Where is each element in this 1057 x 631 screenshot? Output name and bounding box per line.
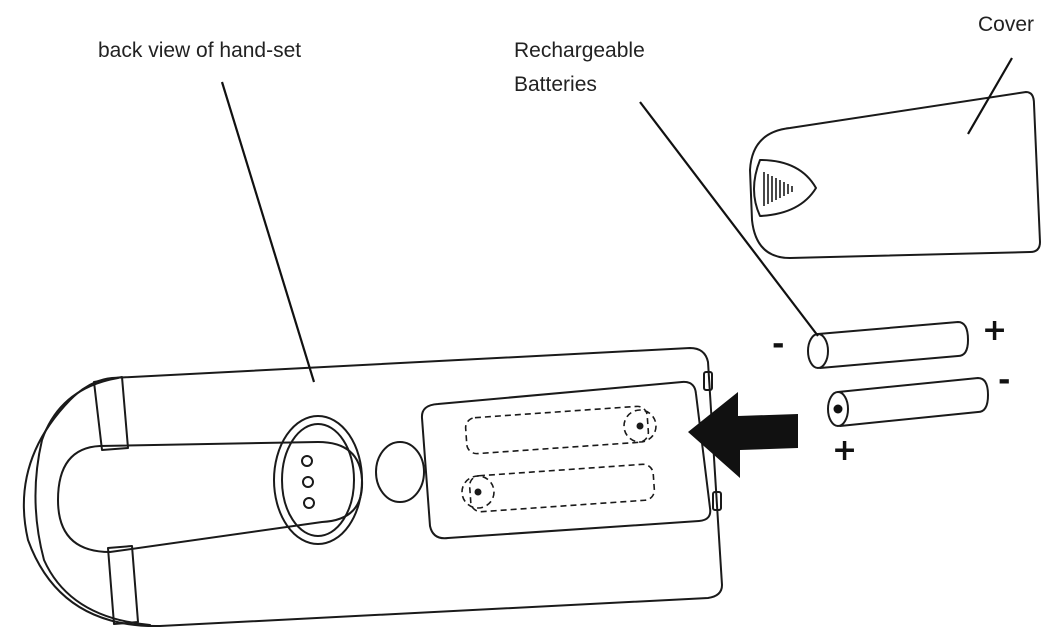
slot-contact-top bbox=[623, 409, 657, 443]
label-batteries-line2: Batteries bbox=[514, 73, 597, 96]
clip-body bbox=[57, 441, 364, 553]
belt-clip bbox=[57, 415, 364, 553]
cover-grip-outline bbox=[753, 159, 817, 217]
battery-slot-top bbox=[464, 405, 650, 455]
slot-contact-dot bbox=[474, 488, 482, 496]
leader-cover bbox=[967, 57, 1013, 135]
slot-contact-dot bbox=[636, 422, 644, 430]
battery-2-body bbox=[837, 377, 989, 427]
battery-1-minus: - bbox=[772, 327, 785, 362]
slot-contact-bottom bbox=[461, 475, 495, 509]
battery-cover bbox=[749, 91, 1041, 259]
battery-2-terminal bbox=[833, 404, 843, 414]
handset-rear-curve bbox=[34, 377, 151, 626]
clip-dot bbox=[303, 497, 315, 509]
cover-outline bbox=[749, 91, 1041, 259]
battery-compartment bbox=[420, 380, 712, 540]
battery-2 bbox=[827, 377, 989, 427]
battery-2-plus: + bbox=[832, 433, 858, 468]
label-batteries-line1: Rechargeable bbox=[514, 39, 645, 62]
handset-tab-bottom bbox=[107, 545, 139, 625]
clip-dot bbox=[301, 455, 313, 467]
handset-back bbox=[22, 347, 723, 628]
leader-handset bbox=[220, 81, 316, 383]
handset-outline bbox=[22, 347, 723, 628]
battery-2-end bbox=[827, 391, 849, 427]
compartment-outline bbox=[420, 380, 712, 540]
label-handset: back view of hand-set bbox=[98, 39, 302, 62]
cover-grip-ridges bbox=[763, 172, 793, 206]
battery-2-minus: - bbox=[998, 363, 1011, 398]
lanyard-loop bbox=[375, 441, 425, 503]
clip-pivot-inner bbox=[281, 423, 355, 537]
battery-1 bbox=[807, 321, 969, 369]
battery-1-body bbox=[817, 321, 969, 369]
handset-side-button-bottom bbox=[712, 491, 722, 511]
battery-1-plus: + bbox=[982, 313, 1008, 348]
label-cover: Cover bbox=[978, 13, 1035, 36]
handset-tab-top bbox=[93, 376, 129, 451]
battery-slot-bottom bbox=[468, 463, 656, 513]
leader-batteries bbox=[639, 101, 819, 337]
insert-arrow-icon bbox=[688, 392, 798, 478]
clip-pivot-outer bbox=[273, 415, 363, 545]
clip-dot bbox=[302, 476, 314, 488]
battery-1-end bbox=[807, 333, 829, 369]
handset-side-button-top bbox=[703, 371, 713, 391]
